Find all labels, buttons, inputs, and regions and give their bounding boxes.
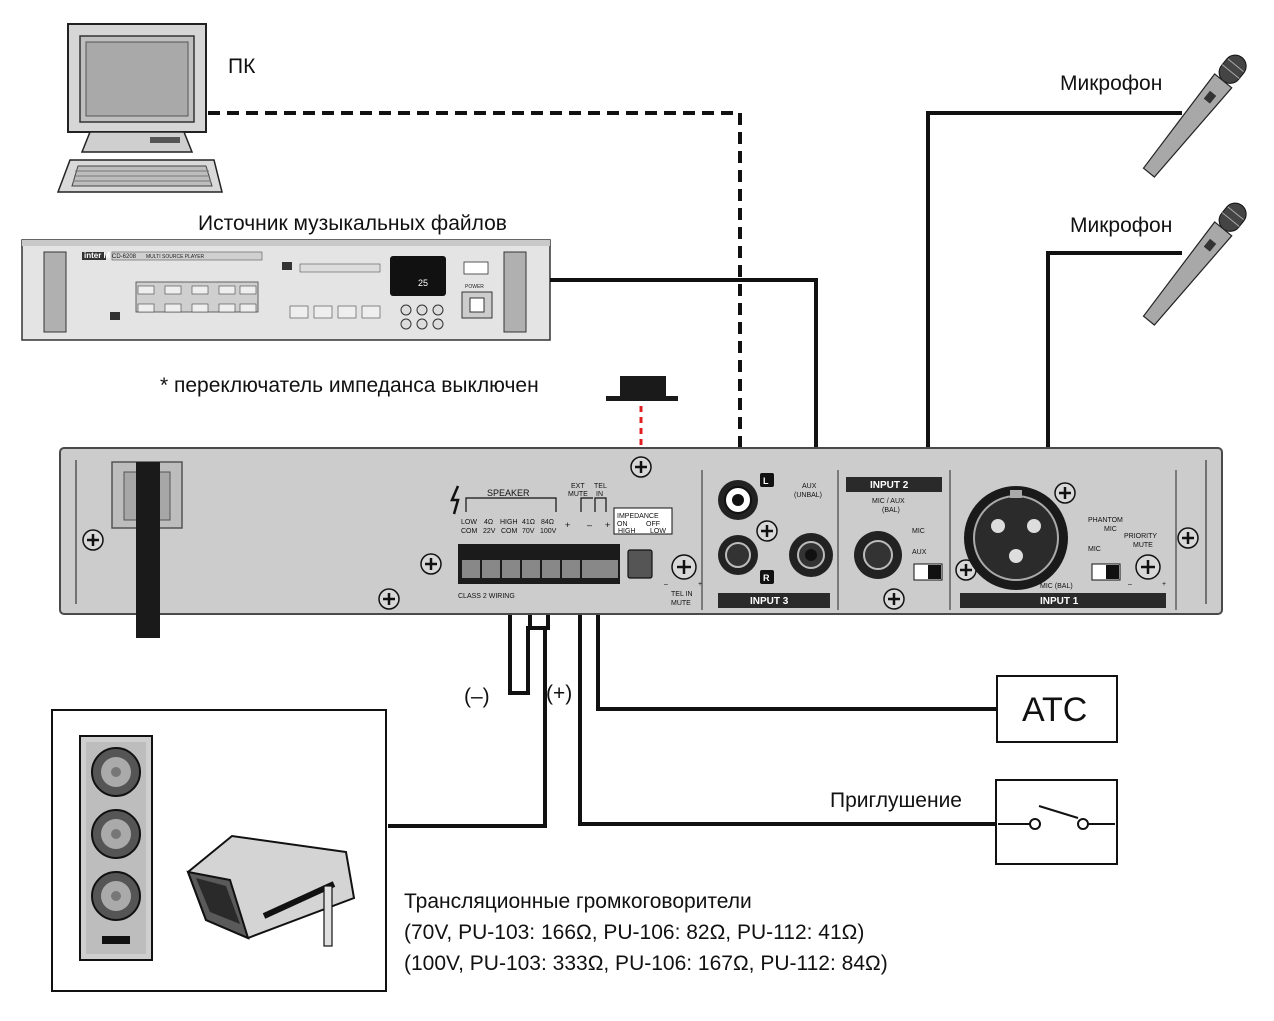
mic-aux-label: MIC / AUX	[872, 498, 905, 505]
phantom-label-b: MIC	[1104, 526, 1117, 533]
priority-mute-knob[interactable]	[1135, 554, 1161, 580]
impedance-label: IMPEDANCE	[617, 513, 659, 520]
pc-computer	[56, 23, 223, 193]
jack-r-label: R	[763, 573, 770, 583]
speakers-70v: (70V, PU-103: 166Ω, PU-106: 82Ω, PU-112:…	[404, 921, 864, 944]
priority-label-b: MUTE	[1133, 542, 1153, 549]
player-model: CD-6208	[112, 254, 137, 260]
horn-speaker-icon	[186, 834, 356, 947]
priority-plus-sign: +	[1162, 581, 1166, 588]
phantom-switch-knob	[1106, 565, 1119, 579]
input1-label: INPUT 1	[1040, 596, 1079, 607]
speaker-col-3-a: 41Ω	[522, 519, 535, 526]
player-model-desc: MULTI SOURCE PLAYER	[146, 254, 205, 260]
mic-bottom-wire	[1046, 251, 1182, 500]
mute-switch-box	[995, 779, 1118, 865]
priority-label-a: PRIORITY	[1124, 533, 1157, 540]
imp-on-label: ON	[617, 521, 628, 528]
pc-wire	[208, 111, 742, 490]
speakers-100v: (100V, PU-103: 333Ω, PU-106: 167Ω, PU-11…	[404, 952, 888, 975]
jack-l-label: L	[763, 476, 769, 486]
tel-in-mute-b: MUTE	[671, 600, 691, 607]
mute-label: Приглушение	[830, 789, 962, 812]
speaker-col-3-b: 70V	[522, 528, 535, 535]
speaker-wire-minus	[508, 570, 550, 695]
tel-minus-sign: –	[664, 581, 668, 588]
sign-1: –	[587, 520, 592, 530]
switch-icon	[998, 805, 1115, 830]
impedance-switch-base	[606, 396, 678, 401]
input2-jack	[854, 531, 902, 579]
speaker-terminal-block	[458, 544, 620, 584]
phantom-label-a: PHANTOM	[1088, 517, 1123, 524]
speaker-col-2-b: COM	[501, 528, 518, 535]
aux-unbal-label: (UNBAL)	[794, 492, 822, 499]
mic-top-label: Микрофон	[1060, 72, 1162, 95]
minus-label: (–)	[464, 685, 490, 708]
input3-label: INPUT 3	[750, 596, 789, 607]
ext-mute-label-a: EXT	[571, 483, 585, 490]
aux-label: AUX	[802, 483, 817, 490]
tel-plus-sign: +	[698, 581, 702, 588]
input2-label: INPUT 2	[870, 480, 909, 491]
mic-aux-bal-label: (BAL)	[882, 507, 900, 514]
sign-2: +	[605, 520, 610, 530]
player-brand: inter M	[84, 251, 111, 260]
plus-label: (+)	[546, 682, 572, 705]
music-player	[21, 239, 551, 341]
tel-in-label-a: TEL	[594, 483, 607, 490]
speaker-col-0-a: LOW	[461, 519, 477, 526]
lightning-warning-icon	[450, 485, 460, 515]
column-speaker-icon	[79, 735, 153, 961]
impedance-note: * переключатель импеданса выключен	[160, 374, 539, 397]
input3-jacks	[718, 473, 833, 584]
tel-in-mute-a: TEL IN	[671, 591, 693, 598]
imp-low-label: LOW	[650, 528, 666, 535]
player-power-label: POWER	[465, 284, 484, 290]
music-source-label: Источник музыкальных файлов	[198, 212, 507, 235]
control-bracket	[580, 497, 607, 512]
input2-aux-label: AUX	[912, 549, 927, 556]
impedance-switch-cap	[620, 376, 666, 398]
tel-in-mute-knob[interactable]	[671, 554, 697, 580]
impedance-switch[interactable]	[627, 549, 653, 579]
panel-screws	[82, 456, 1199, 610]
pc-label: ПК	[228, 55, 256, 78]
atc-box	[996, 675, 1118, 743]
speaker-col-4-a: 84Ω	[541, 519, 554, 526]
input2-switch-knob	[928, 565, 941, 579]
speaker-col-1-a: 4Ω	[484, 519, 493, 526]
priority-minus-sign: –	[1128, 581, 1132, 588]
class2-label: CLASS 2 WIRING	[458, 593, 515, 600]
speaker-col-1-b: 22V	[483, 528, 496, 535]
atc-wire	[596, 570, 998, 711]
imp-off-label: OFF	[646, 521, 660, 528]
mute-wire	[578, 570, 998, 826]
mic-top-wire	[926, 111, 1182, 526]
tel-in-label-b: IN	[596, 491, 603, 498]
speaker-col-0-b: COM	[461, 528, 478, 535]
speaker-col-2-a: HIGH	[500, 519, 518, 526]
input1-xlr-connector	[964, 486, 1068, 590]
ext-mute-label-b: MUTE	[568, 491, 588, 498]
imp-high-label: HIGH	[618, 528, 636, 535]
mic-bottom-label: Микрофон	[1070, 214, 1172, 237]
sign-0: +	[565, 520, 570, 530]
microphone-top-icon	[1142, 54, 1247, 178]
speaker-col-4-b: 100V	[540, 528, 557, 535]
speaker-bracket	[465, 497, 557, 512]
atc-label: АТС	[1022, 691, 1087, 729]
microphone-bottom-icon	[1142, 202, 1247, 326]
mic-bal-label: MIC (BAL)	[1040, 583, 1073, 590]
speaker-label: SPEAKER	[487, 488, 530, 498]
phantom-mic-label: MIC	[1088, 546, 1101, 553]
speakers-title: Трансляционные громкоговорители	[404, 890, 752, 913]
player-display-time: 25	[418, 278, 428, 288]
input2-mic-label: MIC	[912, 528, 925, 535]
impedance-label-box	[613, 507, 673, 535]
power-cord	[111, 461, 183, 638]
